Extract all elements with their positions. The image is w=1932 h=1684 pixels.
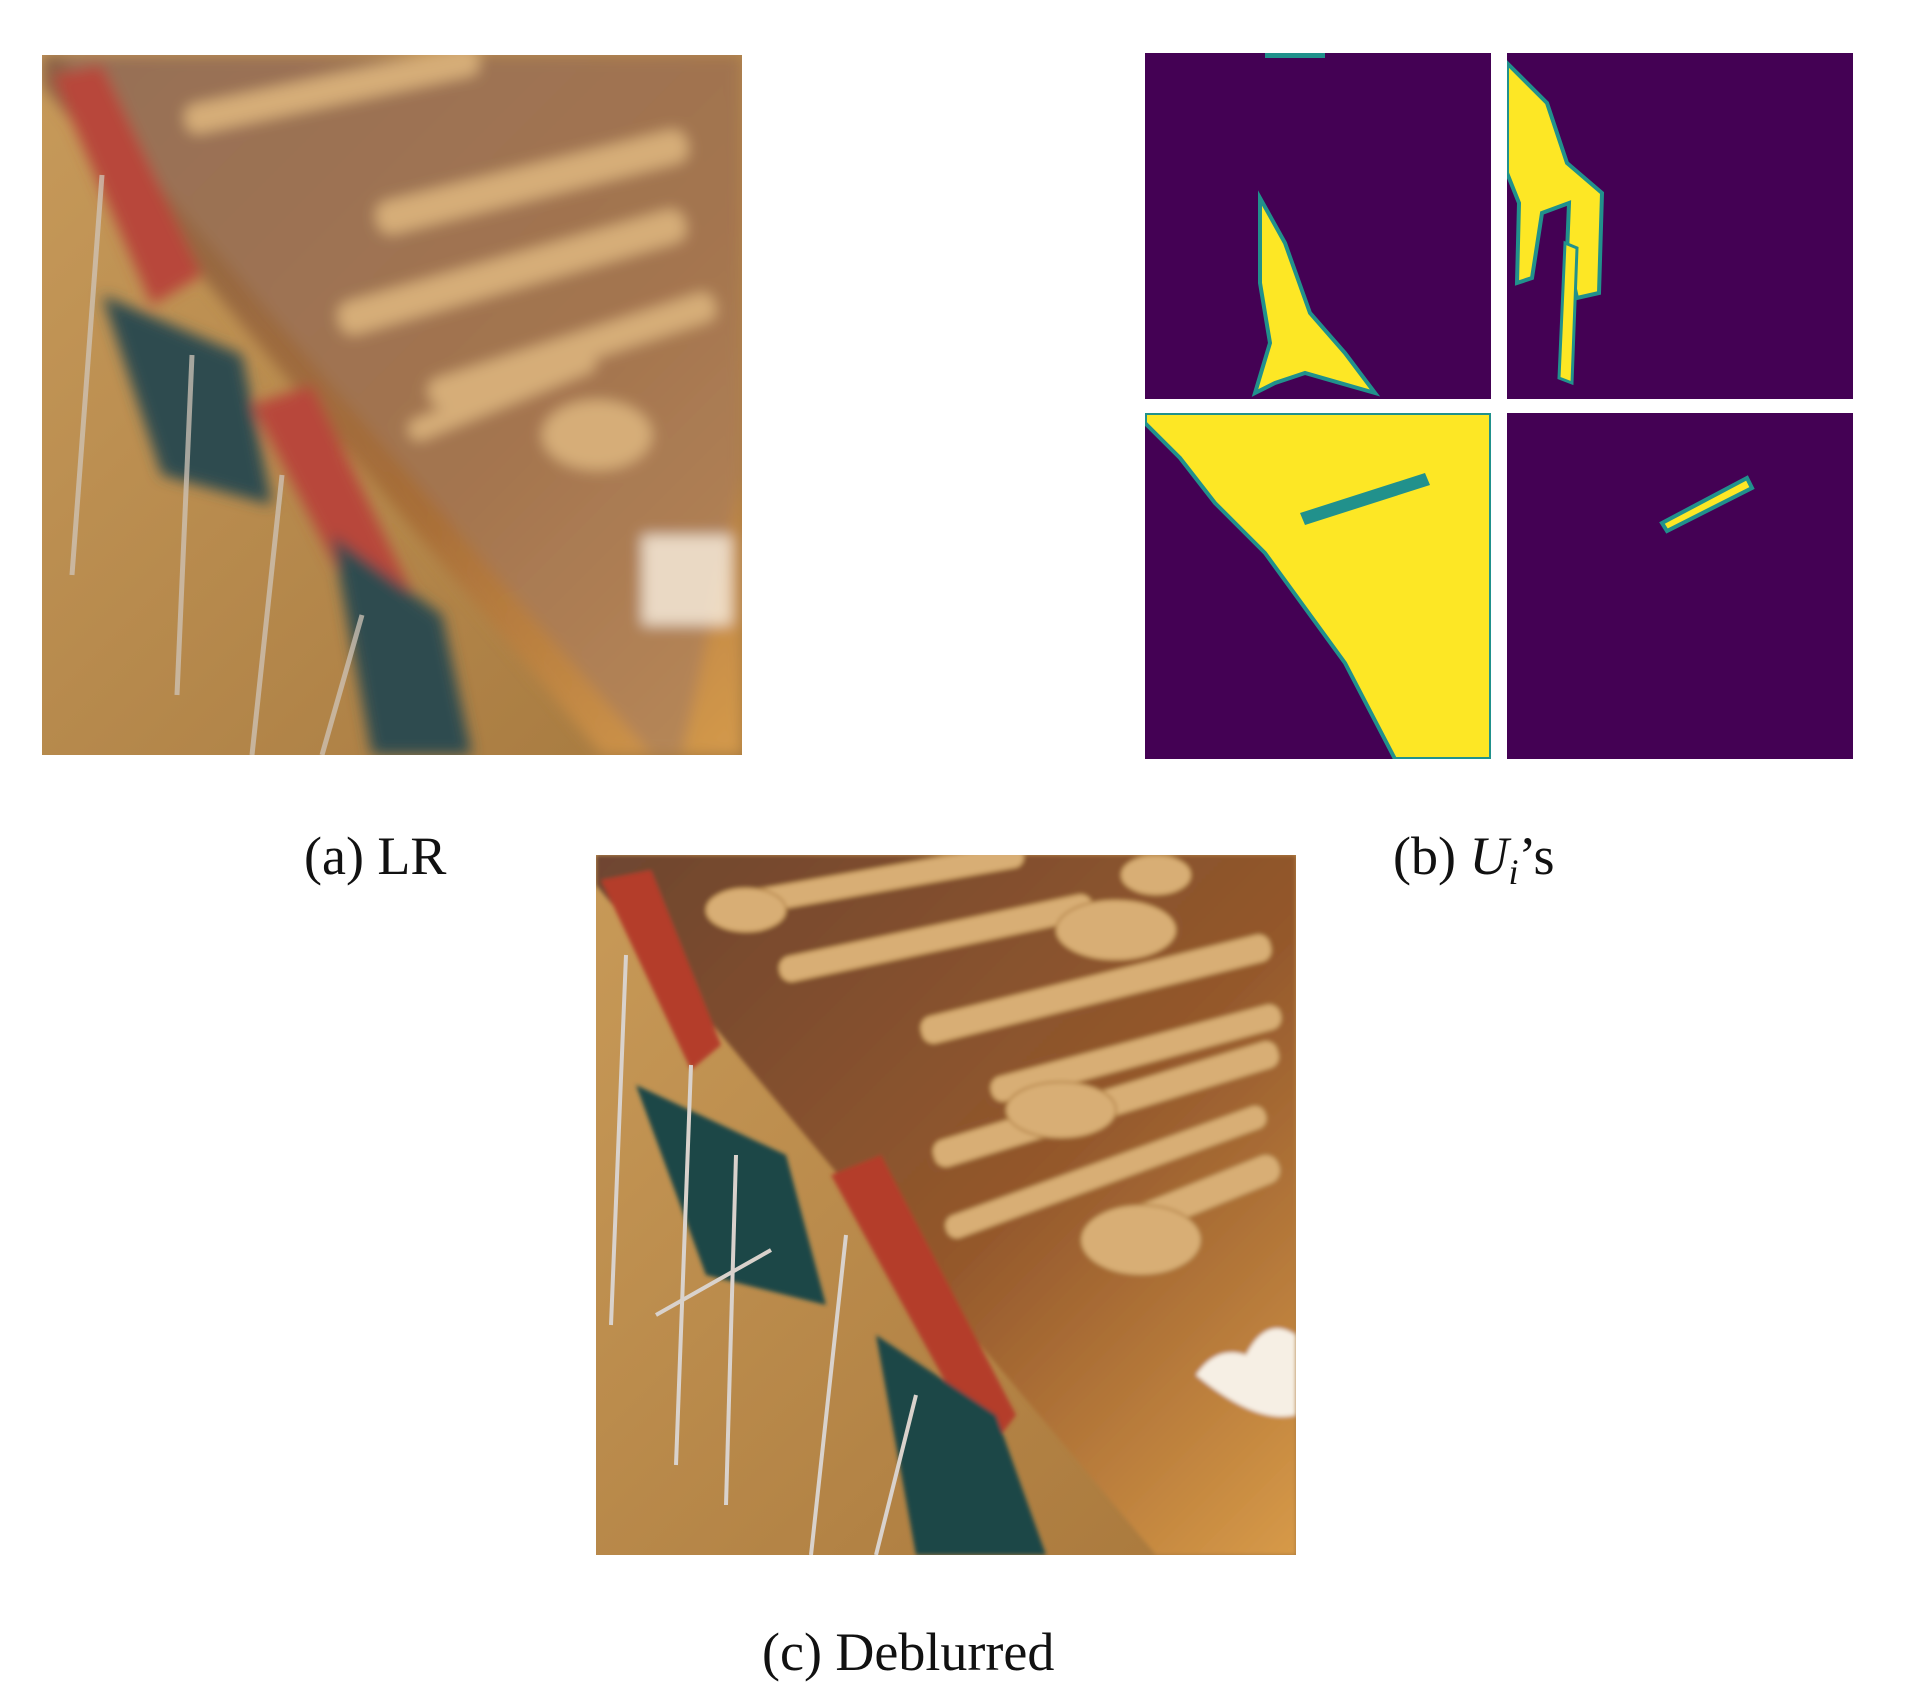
caption-ui-symbol: U — [1469, 826, 1509, 886]
mask-bottom-right — [1507, 413, 1853, 759]
lr-image — [42, 55, 742, 755]
caption-deblurred: (c) Deblurred — [762, 1622, 1055, 1682]
caption-ui: (b) Ui’s — [1393, 826, 1555, 902]
caption-ui-prefix: (b) — [1393, 826, 1470, 886]
mask-top-right — [1507, 53, 1853, 399]
mask-bottom-left — [1145, 413, 1491, 759]
segmentation-masks-grid — [1145, 53, 1857, 761]
mask-top-left — [1145, 53, 1491, 399]
caption-ui-subscript: i — [1508, 852, 1519, 892]
caption-lr: (a) LR — [304, 826, 447, 886]
caption-ui-suffix: ’s — [1518, 826, 1555, 886]
deblurred-image — [596, 855, 1296, 1555]
